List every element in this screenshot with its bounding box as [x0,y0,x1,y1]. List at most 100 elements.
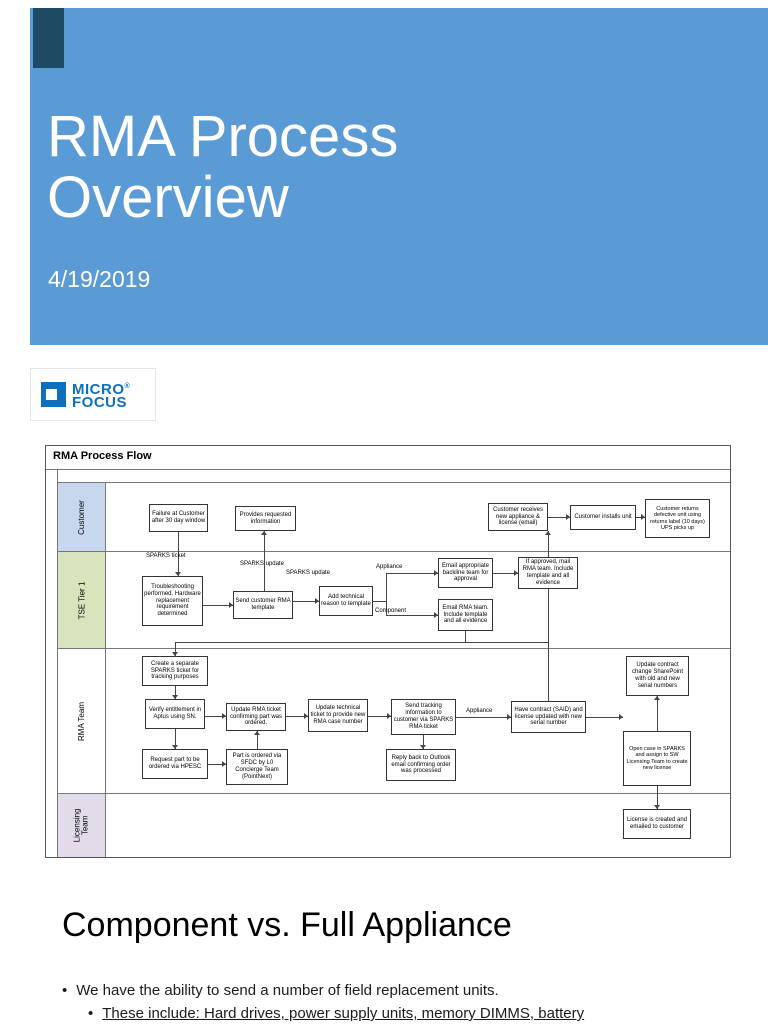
flow-box-if-approved: If approved, mail RMA team. Include temp… [518,557,578,589]
flow-box-email-backline: Email appropriate backline team for appr… [438,558,493,588]
arrowhead-icon [619,714,623,720]
arrowhead-icon [172,695,178,699]
flow-box-send-rma-template: Send customer RMA template [233,591,293,619]
flow-title: RMA Process Flow [53,450,152,462]
arrowhead-icon [641,514,645,520]
flow-connector [257,731,258,749]
flow-connector [456,717,511,718]
arrowhead-icon [654,805,660,809]
bullet-item: • We have the ability to send a number o… [62,982,499,999]
arrowhead-icon [420,745,426,749]
flow-box-update-technical-ticket: Update technical ticket to provide new R… [308,699,368,732]
flow-box-customer-installs: Customer installs unit [570,505,636,530]
flow-connector [175,642,548,643]
arrowhead-icon [545,531,551,535]
flow-connector [175,686,176,699]
section-heading: Component vs. Full Appliance [62,906,512,944]
arrowhead-icon [222,713,226,719]
flow-box-reply-outlook: Reply back to Outlook email confirming o… [386,749,456,781]
flow-grid-line [46,469,730,470]
flow-connector [203,605,233,606]
flow-box-customer-receives: Customer receives new appliance & licens… [488,503,548,531]
flow-box-license-created: License is created and emailed to custom… [623,809,691,839]
flow-connector [636,517,645,518]
lane-rma-team: RMA Team [58,649,105,793]
flow-box-part-ordered: Part is ordered via SFDC by L0 Concierge… [226,749,288,785]
flow-grid-line [57,482,730,483]
edge-label-sparks-ticket: SPARKS ticket [146,553,186,559]
flow-connector [368,716,391,717]
bullet-text: These include: Hard drives, power supply… [102,1005,585,1022]
flow-box-add-technical-reason: Add technical reason to template [319,586,373,616]
slide-title-line1: RMA Process [47,104,399,169]
flow-box-troubleshooting: Troubleshooting performed. Hardware repl… [142,576,203,626]
bullet-marker: • [62,982,68,999]
slide-title-line2: Overview [47,165,289,231]
flow-box-customer-returns: Customer returns defective unit using re… [645,499,710,538]
arrowhead-icon [315,598,319,604]
bullet-marker: • [88,1005,94,1022]
edge-label-sparks-update: SPARKS update [286,570,330,576]
flow-grid-line [57,793,730,794]
flow-box-update-rma-ticket: Update RMA ticket confirming part was or… [226,703,286,731]
arrowhead-icon [566,514,570,520]
flow-connector [373,601,386,602]
arrowhead-icon [507,714,511,720]
slide-date: 4/19/2019 [48,266,151,292]
flow-connector [386,615,438,616]
flow-connector [657,696,658,731]
flow-connector [264,531,265,591]
flow-connector [386,573,387,615]
flow-box-send-tracking: Send tracking information to customer vi… [391,699,456,735]
flow-box-email-rma-team: Email RMA team. Include template and all… [438,599,493,631]
lane-tse-label: TSE Tier 1 [76,581,86,619]
flow-box-update-sharepoint: Update contract change SharePoint with o… [626,656,689,696]
flow-connector [175,642,176,656]
arrowhead-icon [387,713,391,719]
flow-box-create-sparks-ticket: Create a separate SPARKS ticket for trac… [142,656,208,686]
flow-grid-line [57,648,730,649]
arrowhead-icon [172,745,178,749]
arrowhead-icon [222,761,226,767]
edge-label-appliance: Appliance [466,708,493,714]
lane-licensing-team: Licensing Team [58,794,105,857]
arrowhead-icon [261,531,267,535]
flow-connector [548,517,570,518]
logo-inner-square [46,389,57,400]
arrowhead-icon [229,602,233,608]
flow-connector [208,764,226,765]
flow-grid-line [57,551,730,552]
flow-box-provides-info: Provides requested information [235,506,296,531]
microfocus-logo-icon [41,382,66,407]
arrowhead-icon [514,570,518,576]
logo-word-micro: MICRO® [72,381,131,398]
edge-label-appliance: Appliance [376,564,403,570]
flow-connector [423,735,424,749]
flow-box-request-part: Request part to be ordered via HPESC [142,749,208,779]
flow-connector [175,729,176,749]
arrowhead-icon [254,731,260,735]
lane-licensing-label: Licensing Team [72,808,90,843]
arrowhead-icon [175,572,181,576]
flow-connector [178,532,179,576]
arrowhead-icon [654,696,660,700]
flow-box-open-case-sparks: Open case in SPARKS and assign to SW Lic… [623,731,691,786]
microfocus-logo: MICRO® FOCUS [30,368,156,421]
flow-connector [205,716,226,717]
registered-mark: ® [124,383,131,390]
flow-connector [548,531,549,701]
rma-process-flow-diagram: RMA Process Flow Customer TSE Tier 1 RMA… [45,445,731,858]
edge-label-sparks-update: SPARKS update [240,561,284,567]
flow-box-failure: Failure at Customer after 30 day window [149,504,208,532]
flow-box-verify-entitlement: Verify entitlement in Aptus using SN. [145,699,205,729]
lane-customer: Customer [58,483,105,551]
edge-label-component: Component [375,608,407,614]
bullet-text: We have the ability to send a number of … [76,982,499,999]
flow-connector [286,716,308,717]
lane-tse-tier1: TSE Tier 1 [58,552,105,648]
bullet-sub-item: • These include: Hard drives, power supp… [88,1005,584,1022]
arrowhead-icon [304,713,308,719]
